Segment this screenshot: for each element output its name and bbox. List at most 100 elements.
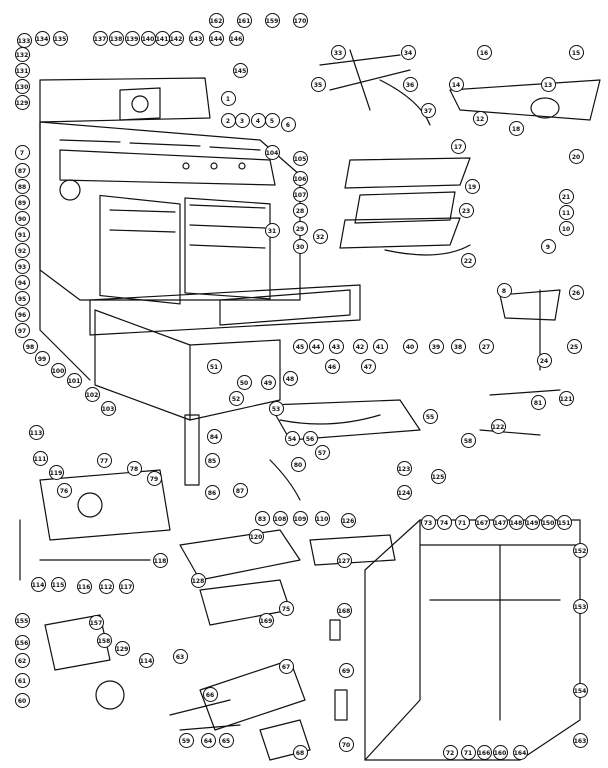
callout-72: 72 xyxy=(442,744,458,760)
callout-110: 110 xyxy=(314,510,330,526)
valve-parts xyxy=(269,289,561,441)
callout-169: 169 xyxy=(258,612,274,628)
callout-37: 37 xyxy=(420,102,436,118)
callout-70: 70 xyxy=(338,736,354,752)
callout-59: 59 xyxy=(178,732,194,748)
callout-151: 151 xyxy=(556,514,572,530)
callout-68: 68 xyxy=(292,744,308,760)
callout-116: 116 xyxy=(76,578,92,594)
callout-1: 1 xyxy=(220,90,236,106)
callout-96: 96 xyxy=(14,306,30,322)
callout-53: 53 xyxy=(268,400,284,416)
callout-140: 140 xyxy=(140,30,156,46)
cabinet-rear-view xyxy=(309,519,581,761)
callout-38: 38 xyxy=(450,338,466,354)
callout-9: 9 xyxy=(540,238,556,254)
callout-117: 117 xyxy=(118,578,134,594)
callout-36: 36 xyxy=(402,76,418,92)
callout-18: 18 xyxy=(508,120,524,136)
callout-142: 142 xyxy=(168,30,184,46)
callout-43: 43 xyxy=(328,338,344,354)
callout-170: 170 xyxy=(292,12,308,28)
callout-112: 112 xyxy=(98,578,114,594)
callout-79: 79 xyxy=(146,470,162,486)
callout-75: 75 xyxy=(278,600,294,616)
callout-23: 23 xyxy=(458,202,474,218)
callout-85: 85 xyxy=(204,452,220,468)
callout-89: 89 xyxy=(14,194,30,210)
callout-119: 119 xyxy=(48,464,64,480)
callout-6: 6 xyxy=(280,116,296,132)
callout-163: 163 xyxy=(572,732,588,748)
callout-11: 11 xyxy=(558,204,574,220)
callout-111: 111 xyxy=(32,450,48,466)
callout-80: 80 xyxy=(290,456,306,472)
callout-153: 153 xyxy=(572,598,588,614)
callout-145: 145 xyxy=(232,62,248,78)
callout-135: 135 xyxy=(52,30,68,46)
callout-113: 113 xyxy=(28,424,44,440)
callout-115: 115 xyxy=(50,576,66,592)
burner-tubes xyxy=(179,414,311,761)
callout-29: 29 xyxy=(292,220,308,236)
callout-126: 126 xyxy=(340,512,356,528)
callout-147: 147 xyxy=(492,514,508,530)
callout-78: 78 xyxy=(126,460,142,476)
callout-73: 73 xyxy=(420,514,436,530)
callout-25: 25 xyxy=(566,338,582,354)
callout-77: 77 xyxy=(96,452,112,468)
callout-139: 139 xyxy=(124,30,140,46)
callout-123: 123 xyxy=(396,460,412,476)
callout-157: 157 xyxy=(88,614,104,630)
callout-56: 56 xyxy=(302,430,318,446)
callout-121: 121 xyxy=(558,390,574,406)
callout-5: 5 xyxy=(264,112,280,128)
callout-159: 159 xyxy=(264,12,280,28)
callout-40: 40 xyxy=(402,338,418,354)
callout-108: 108 xyxy=(272,510,288,526)
callout-62: 62 xyxy=(14,652,30,668)
callout-19: 19 xyxy=(464,178,480,194)
callout-94: 94 xyxy=(14,274,30,290)
callout-122: 122 xyxy=(490,418,506,434)
callout-92: 92 xyxy=(14,242,30,258)
callout-107: 107 xyxy=(292,186,308,202)
callout-3: 3 xyxy=(234,112,250,128)
callout-86: 86 xyxy=(204,484,220,500)
range-body xyxy=(39,77,301,381)
callout-71: 71 xyxy=(454,514,470,530)
callout-30: 30 xyxy=(292,238,308,254)
callout-118: 118 xyxy=(152,552,168,568)
callout-66: 66 xyxy=(202,686,218,702)
callout-97: 97 xyxy=(14,322,30,338)
callout-32: 32 xyxy=(312,228,328,244)
callout-134: 134 xyxy=(34,30,50,46)
callout-155: 155 xyxy=(14,612,30,628)
callout-166: 166 xyxy=(476,744,492,760)
callout-13: 13 xyxy=(540,76,556,92)
callout-21: 21 xyxy=(558,188,574,204)
callout-114: 114 xyxy=(30,576,46,592)
callout-103: 103 xyxy=(100,400,116,416)
thermostat-parts xyxy=(19,469,241,731)
callout-83: 83 xyxy=(254,510,270,526)
callout-161: 161 xyxy=(236,12,252,28)
callout-160: 160 xyxy=(492,744,508,760)
callout-69: 69 xyxy=(338,662,354,678)
callout-128: 128 xyxy=(190,572,206,588)
callout-158: 158 xyxy=(96,632,112,648)
callout-146: 146 xyxy=(228,30,244,46)
callout-125: 125 xyxy=(430,468,446,484)
callout-67: 67 xyxy=(278,658,294,674)
callout-131: 131 xyxy=(14,62,30,78)
callout-64: 64 xyxy=(200,732,216,748)
callout-33: 33 xyxy=(330,44,346,60)
oven-drawer xyxy=(89,284,361,421)
callout-17: 17 xyxy=(450,138,466,154)
callout-132: 132 xyxy=(14,46,30,62)
callout-88: 88 xyxy=(14,178,30,194)
callout-54: 54 xyxy=(284,430,300,446)
callout-71: 71 xyxy=(460,744,476,760)
callout-31: 31 xyxy=(264,222,280,238)
